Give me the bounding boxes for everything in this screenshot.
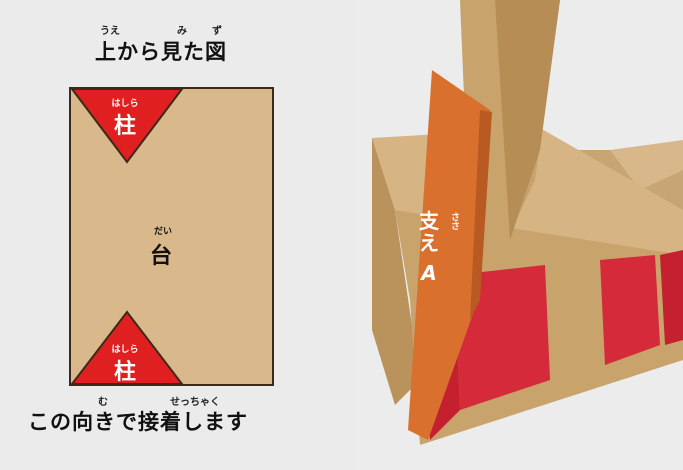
diagram-title: 上から見た図: [95, 40, 227, 64]
pillar-label-top: 柱: [113, 114, 136, 139]
support-a: [408, 70, 490, 440]
pillar-triangle-bottom: [69, 310, 185, 385]
caption-ruby-secchaku: せっちゃく: [170, 397, 220, 408]
pillar-ruby-top: はしら: [111, 99, 139, 109]
support-ruby: ささ: [449, 212, 459, 230]
base-rectangle: [69, 87, 274, 386]
diagram-caption: この向きで接着します: [28, 410, 248, 434]
caption-ruby-mu: む: [98, 397, 108, 408]
main-box-left-face: [372, 138, 420, 405]
support-label-letter: A: [421, 261, 437, 285]
base-label: 台: [150, 244, 173, 269]
support-label-main: 支え: [419, 209, 439, 255]
base-ruby: だい: [154, 227, 173, 237]
top-view-diagram: [69, 87, 274, 386]
title-ruby-mi: み: [177, 26, 187, 37]
title-ruby-zu: ず: [212, 26, 222, 37]
title-ruby-ue: うえ: [100, 26, 120, 37]
pillar-triangle-top: [69, 88, 185, 164]
pillar-ruby-bottom: はしら: [111, 345, 139, 355]
photo-cardboard-assembly: [355, 0, 683, 470]
red-tape-2: [600, 255, 660, 365]
pillar-label-bottom: 柱: [113, 360, 136, 385]
